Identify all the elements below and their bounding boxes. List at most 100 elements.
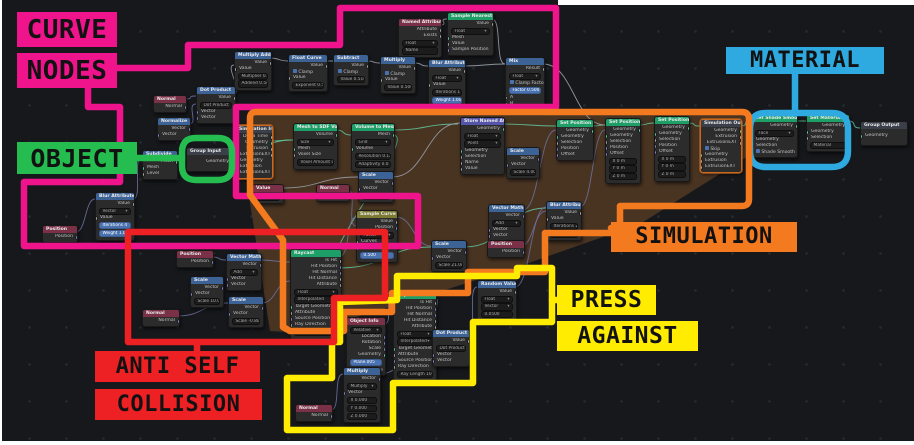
socket[interactable] — [227, 278, 229, 281]
socket[interactable] — [132, 202, 134, 206]
socket-row[interactable]: Value — [381, 77, 415, 83]
dropdown-field[interactable]: Dot Product▾ — [200, 101, 232, 109]
socket-row[interactable]: Geometry — [752, 123, 797, 129]
socket[interactable] — [537, 157, 539, 161]
socket[interactable] — [235, 67, 237, 71]
value-field[interactable]: Z 0.000 — [347, 412, 377, 420]
socket-row[interactable]: Offset — [606, 151, 640, 157]
socket-row[interactable]: Offset — [655, 149, 689, 155]
value-field[interactable]: 0.500 — [360, 251, 394, 260]
value-field[interactable]: Adaptivity 0.0 m — [355, 160, 391, 168]
socket[interactable] — [270, 153, 272, 157]
socket-row[interactable]: ExtrusionEXT — [701, 164, 741, 170]
socket-row[interactable]: Vector — [191, 291, 223, 297]
node-title[interactable]: Group Output — [861, 122, 907, 129]
value-field[interactable]: Weight 1.000 — [432, 96, 462, 104]
socket[interactable] — [75, 235, 77, 239]
dropdown-field[interactable]: Dot Product▾ — [436, 344, 466, 352]
socket-row[interactable]: Position — [43, 234, 77, 240]
socket[interactable] — [339, 283, 341, 287]
socket[interactable] — [381, 78, 383, 82]
dropdown-field[interactable]: Float▾ — [464, 132, 501, 140]
dropdown-field[interactable]: Vector▾ — [481, 303, 513, 311]
socket[interactable] — [448, 37, 450, 40]
socket[interactable] — [448, 43, 450, 46]
node-title[interactable]: Blur Attribute — [96, 193, 134, 200]
socket[interactable] — [547, 217, 549, 221]
socket-row[interactable]: Ray Direction — [291, 322, 341, 328]
node-title[interactable]: Subtract — [334, 55, 368, 62]
socket[interactable] — [464, 250, 466, 254]
node-title[interactable]: Sample Nearest Surface — [448, 13, 493, 20]
dropdown-field[interactable]: Multiply▾ — [347, 382, 377, 390]
checkbox-row[interactable]: Shade Smooth — [752, 149, 797, 155]
node-title[interactable]: Blur Attribute — [547, 202, 581, 209]
dropdown-field[interactable]: Float▾ — [294, 288, 338, 296]
socket-row[interactable]: Normal — [296, 413, 332, 419]
socket[interactable] — [506, 102, 508, 106]
node-title[interactable]: Scale — [229, 297, 263, 304]
socket-row[interactable]: Value — [289, 75, 327, 81]
socket-row[interactable]: Vector — [507, 162, 539, 168]
node-title[interactable]: Group Input — [187, 148, 233, 155]
dropdown-field[interactable]: Add▾ — [492, 219, 521, 227]
node-title[interactable]: Scale — [359, 172, 393, 179]
node-title[interactable]: Set Position — [655, 117, 689, 124]
socket-row[interactable]: Result — [506, 66, 544, 72]
socket-row[interactable]: Voxel Size — [294, 152, 337, 158]
dropdown-field[interactable]: Float▾ — [397, 330, 433, 338]
socket[interactable] — [359, 187, 361, 191]
socket-row[interactable]: Vector — [359, 186, 393, 192]
node-title[interactable]: Multiply — [381, 57, 415, 64]
socket[interactable] — [233, 96, 235, 100]
socket[interactable] — [177, 319, 179, 323]
socket[interactable] — [395, 226, 397, 230]
socket[interactable] — [542, 67, 544, 71]
node-sample-nearest-surface[interactable]: Sample Nearest SurfaceValueFloat▾MeshVal… — [447, 12, 494, 57]
node-title[interactable]: Vector Math — [489, 205, 524, 212]
socket[interactable] — [291, 305, 293, 309]
socket[interactable] — [330, 414, 332, 418]
node-title[interactable]: Set Material — [807, 115, 849, 122]
socket[interactable] — [291, 311, 293, 315]
socket[interactable] — [227, 284, 229, 287]
socket-row[interactable]: B — [506, 101, 544, 107]
socket[interactable] — [557, 141, 559, 145]
value-field[interactable]: Ray Length 100 m — [397, 370, 433, 378]
value-field[interactable]: Exponent 0.500 — [292, 81, 324, 89]
value-field[interactable]: X 0 m — [609, 157, 637, 165]
socket-row[interactable]: Value — [357, 245, 397, 251]
socket-row[interactable]: Attribute — [291, 282, 341, 288]
node-title[interactable]: Normalize — [158, 118, 190, 125]
socket[interactable] — [467, 339, 469, 343]
socket[interactable] — [461, 161, 463, 165]
value-field[interactable]: Scale 4.000 — [510, 168, 536, 176]
socket[interactable] — [701, 159, 703, 163]
node-title[interactable]: Object Info — [347, 318, 385, 325]
value-field[interactable]: Multiplier 0.500 — [238, 72, 268, 80]
value-field[interactable]: Value 0.500 — [384, 83, 412, 91]
socket[interactable] — [413, 66, 415, 70]
socket[interactable] — [236, 171, 238, 175]
socket[interactable] — [795, 124, 797, 128]
socket[interactable] — [236, 165, 238, 169]
socket-row[interactable]: Geometry — [461, 126, 504, 132]
socket-row[interactable]: Offset — [557, 152, 593, 158]
socket-row[interactable]: Value — [235, 66, 271, 72]
node-title[interactable]: Normal — [143, 310, 179, 317]
checkbox-icon[interactable] — [293, 69, 297, 73]
socket[interactable] — [752, 145, 754, 148]
value-field[interactable]: Scale -0.800 — [232, 317, 260, 325]
socket[interactable] — [752, 139, 754, 142]
